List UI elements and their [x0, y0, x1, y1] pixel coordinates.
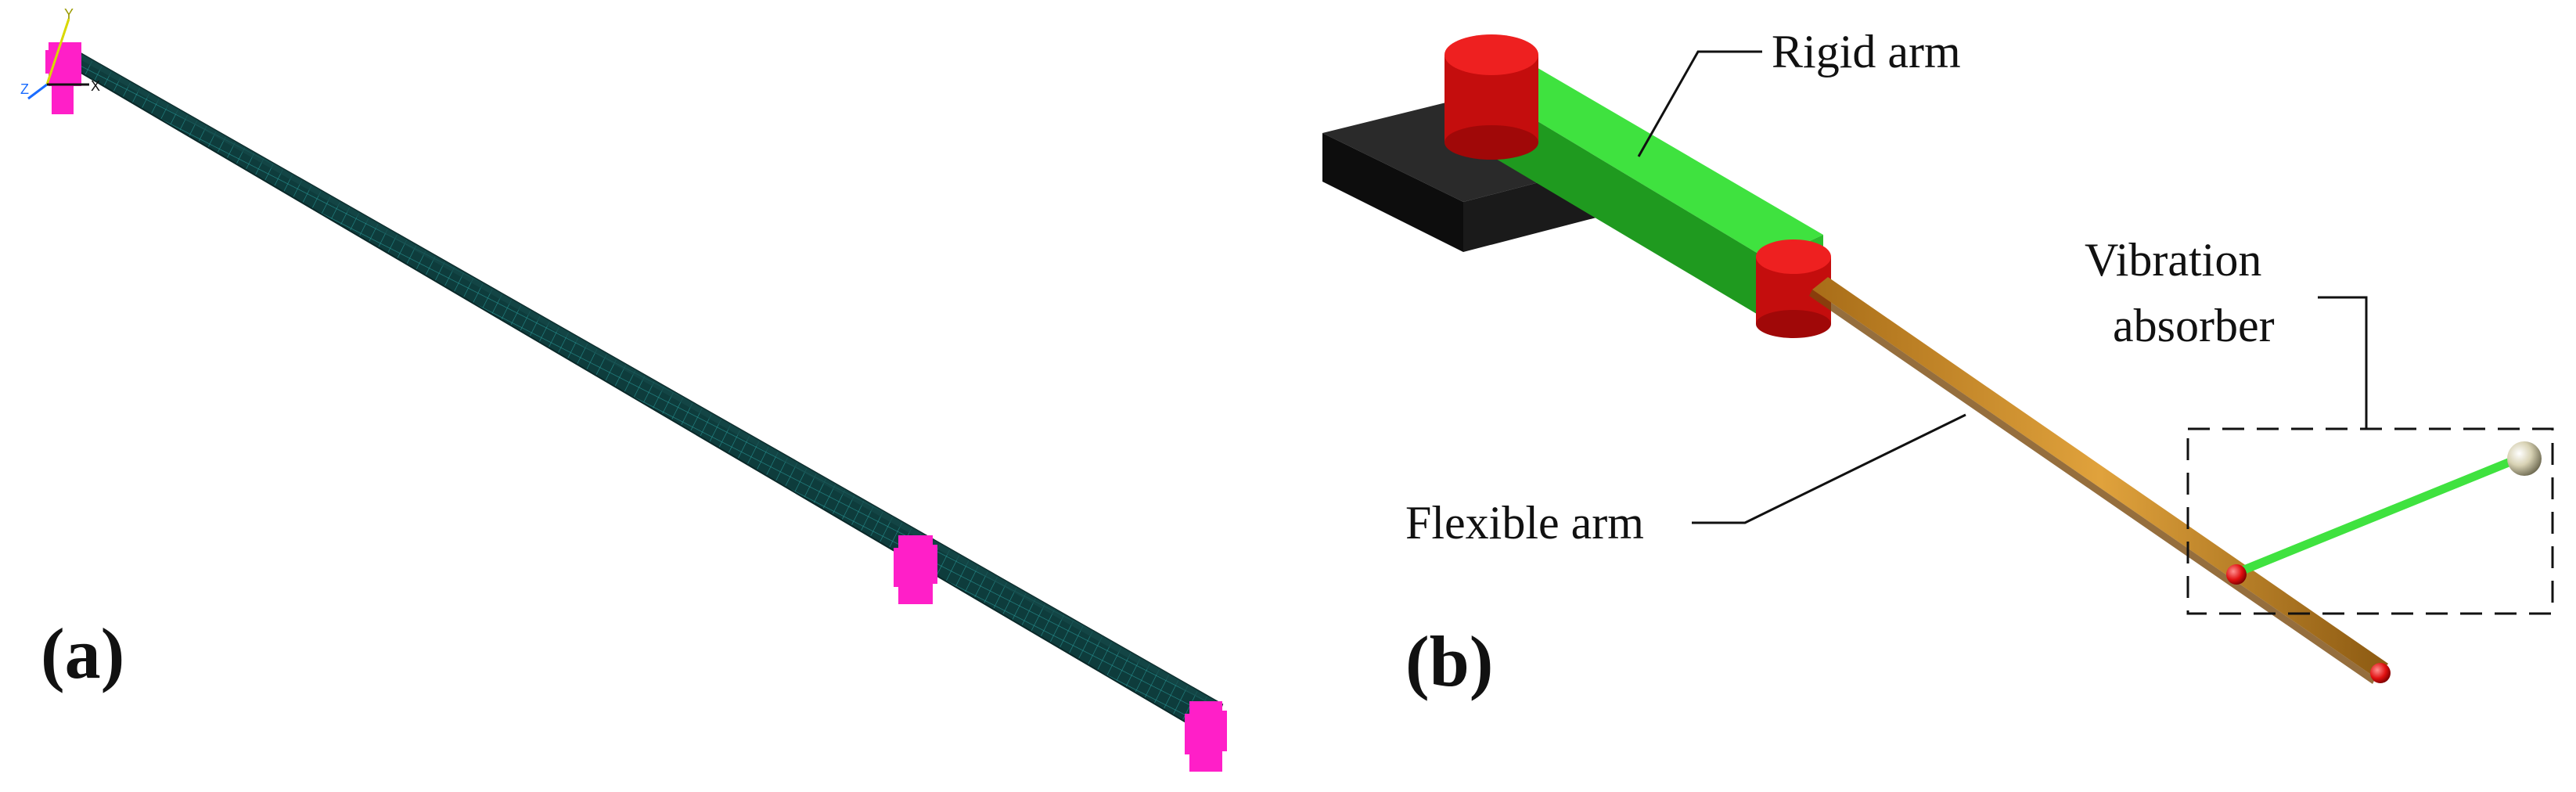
constraint-marker-tip	[1185, 701, 1227, 772]
triad-x-label: X	[91, 78, 100, 94]
absorber-mass	[2507, 441, 2542, 476]
vibration-absorber	[2226, 441, 2542, 585]
label-flexible-arm: Flexible arm	[1405, 497, 1644, 549]
triad-z-label: Z	[20, 81, 29, 97]
label-vibration-line2: absorber	[2113, 300, 2275, 351]
panel-label-b: (b)	[1405, 621, 1493, 701]
absorber-highlight-box	[2186, 427, 2554, 615]
tip-joint	[2370, 663, 2391, 683]
leader-flexible-arm	[1692, 413, 1966, 524]
elbow-joint	[1756, 239, 1831, 338]
panel-b: Rigid arm Vibration absorber Flexible ar…	[1322, 26, 2554, 701]
flexible-arm	[1809, 277, 2388, 684]
panel-a: Y Z X (a)	[20, 6, 1227, 772]
panel-label-a: (a)	[41, 614, 124, 693]
callout-leaders	[1637, 50, 2368, 524]
root-joint	[1445, 34, 1538, 160]
constraint-marker-root	[45, 42, 81, 114]
coordinate-triad-icon: Y Z X	[20, 6, 100, 100]
leader-rigid-arm	[1637, 50, 1762, 157]
constraint-marker-middle	[894, 535, 937, 604]
label-rigid-arm: Rigid arm	[1772, 26, 1961, 77]
absorber-pivot	[2226, 564, 2247, 585]
triad-y-label: Y	[64, 6, 74, 22]
finite-element-mesh-beam	[59, 49, 1224, 739]
leader-vibration-absorber	[2318, 296, 2368, 429]
label-vibration-line1: Vibration	[2085, 234, 2261, 286]
